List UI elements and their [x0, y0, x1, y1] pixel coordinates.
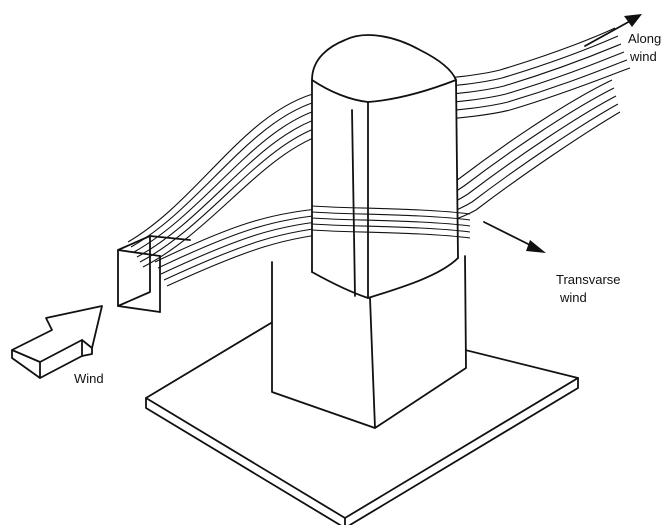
- base-plate: [145, 307, 579, 525]
- transverse-wind-label-line1: Transvarse: [556, 272, 621, 287]
- tower: [311, 34, 459, 299]
- transverse-wind-label-line2: wind: [559, 290, 587, 305]
- along-wind-arrow: [584, 14, 642, 47]
- podium-block: [271, 243, 467, 429]
- front-streamlines: [311, 205, 471, 239]
- wind-label: Wind: [74, 371, 104, 386]
- transverse-wind-arrow: [483, 221, 546, 253]
- along-wind-label-line2: wind: [629, 49, 657, 64]
- incoming-wind-arrow-icon: [11, 305, 103, 379]
- along-wind-label-line1: Along: [628, 31, 661, 46]
- inlet-flow-box: [117, 235, 191, 313]
